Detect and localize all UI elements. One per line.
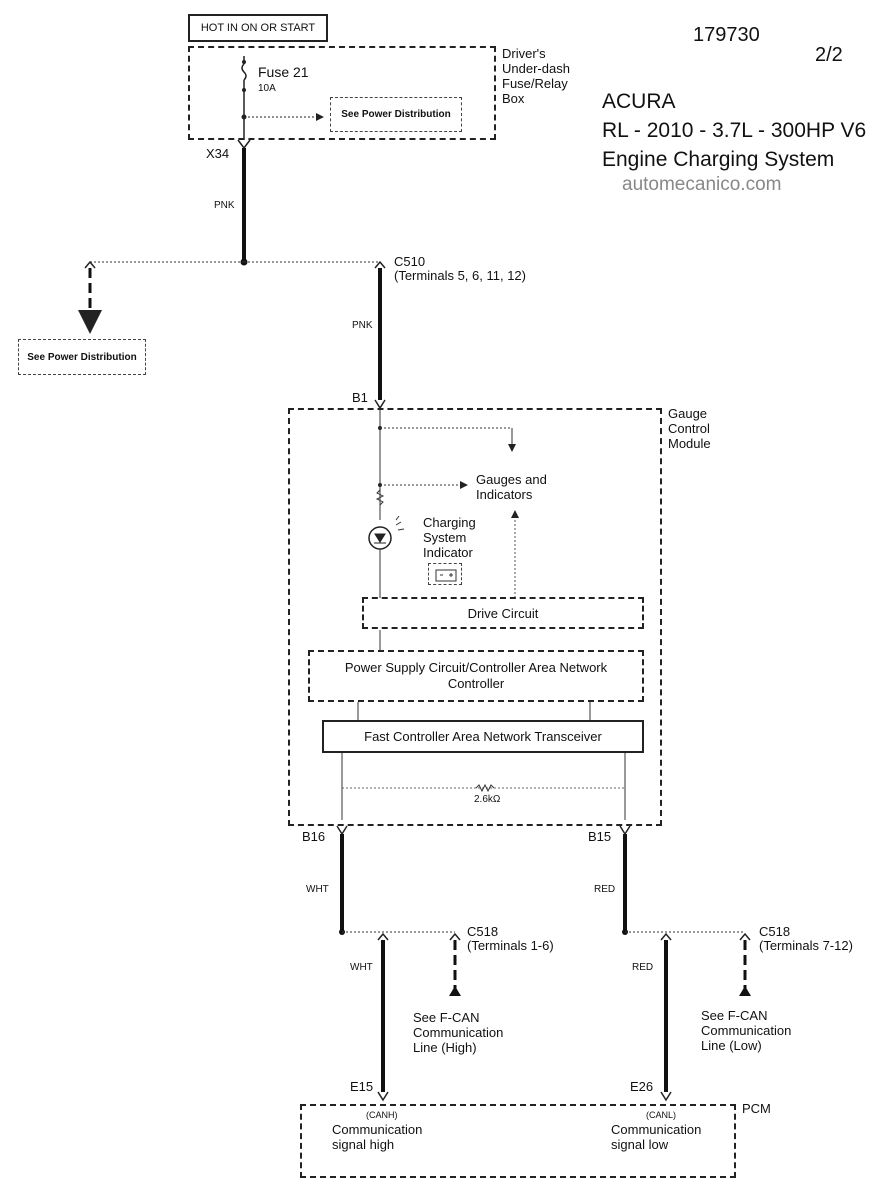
fuse-label: Fuse 21 (258, 64, 309, 80)
c518-right-label: C518 (759, 924, 791, 939)
transceiver-box: Fast Controller Area Network Transceiver (322, 720, 644, 753)
pnk-label-1: PNK (214, 200, 235, 211)
page-number: 2/2 (815, 44, 843, 66)
see-fcan-high-line-2: Communication (413, 1025, 504, 1040)
gauge-module-name-line-3: Module (668, 436, 711, 451)
comm-low-line-2: signal low (611, 1137, 669, 1152)
e26-connector (660, 1091, 672, 1102)
watermark: automecanico.com (622, 174, 782, 195)
power-supply-line-1: Power Supply Circuit/Controller Area Net… (344, 660, 608, 675)
comm-high-line-2: signal high (332, 1137, 395, 1152)
comm-signal-low: Communication signal low (611, 1122, 701, 1152)
comm-low-line-1: Communication (611, 1122, 702, 1137)
x34-label: X34 (206, 146, 230, 161)
charging-system-indicator-label: Charging System Indicator (423, 515, 476, 560)
vehicle-model: RL - 2010 - 3.7L - 300HP V6 (602, 119, 867, 142)
wht-label-2: WHT (350, 962, 373, 973)
vehicle-make: ACURA (602, 90, 676, 113)
pcm-box (300, 1104, 736, 1178)
indicator-line-1: Charging (423, 515, 476, 530)
b1-connector (374, 399, 386, 410)
gauges-and-indicators: Gauges and Indicators (476, 472, 547, 502)
wht-branch-connector (377, 932, 389, 941)
drive-circuit-text: Drive Circuit (467, 605, 539, 621)
fuse-node-bottom (242, 88, 246, 92)
see-power-distribution-left[interactable]: See Power Distribution (18, 339, 146, 375)
fuse-box-name-line-3: Fuse/Relay (502, 76, 568, 91)
see-fcan-high-line-3: Line (High) (413, 1040, 477, 1055)
see-fcan-low-line-3: Line (Low) (701, 1038, 762, 1053)
c518-right-arrow (739, 986, 751, 996)
drive-circuit-box: Drive Circuit (362, 597, 644, 629)
see-power-distribution-top[interactable]: See Power Distribution (330, 97, 462, 132)
b16-label: B16 (302, 829, 326, 844)
indicator-line-3: Indicator (423, 545, 473, 560)
battery-glyph (435, 569, 457, 582)
c518-left-terminals: (Terminals 1-6) (467, 938, 554, 953)
light-rays-icon (395, 515, 405, 531)
c518-right-connector (739, 932, 751, 941)
c518-right-terminals: (Terminals 7-12) (759, 938, 853, 953)
power-supply-box: Power Supply Circuit/Controller Area Net… (308, 650, 644, 702)
hot-label-text: HOT IN ON OR START (200, 22, 316, 34)
see-fcan-high-line-1: See F-CAN (413, 1010, 480, 1025)
c510-label: C510 (394, 254, 426, 269)
gauges-line-2: Indicators (476, 487, 533, 502)
c518-left-arrow (449, 986, 461, 996)
c518-left-label: C518 (467, 924, 499, 939)
hot-in-on-or-start-label: HOT IN ON OR START (188, 14, 328, 42)
gauge-module-name: Gauge Control Module (668, 406, 711, 451)
indicator-line-2: System (423, 530, 467, 545)
see-power-left-text: See Power Distribution (27, 351, 137, 363)
fuse-box-name-line-1: Driver's (502, 46, 546, 61)
left-branch-connector (84, 260, 96, 269)
see-fcan-low[interactable]: See F-CAN Communication Line (Low) (701, 1008, 791, 1053)
termination-resistor-label: 2.6kΩ (474, 794, 501, 805)
e15-label: E15 (350, 1079, 374, 1094)
gauges-line-1: Gauges and (476, 472, 547, 487)
charging-indicator-diode (374, 533, 386, 544)
fuse-box-name-line-2: Under-dash (502, 61, 570, 76)
fuse-box-name: Driver's Under-dash Fuse/Relay Box (502, 46, 570, 106)
gauge-module-name-line-1: Gauge (668, 406, 708, 421)
fuse-box-name-line-4: Box (502, 91, 525, 106)
c510-terminals: (Terminals 5, 6, 11, 12) (394, 268, 526, 283)
canh-label: (CANH) (366, 1110, 398, 1120)
fuse-rating: 10A (258, 83, 276, 94)
transceiver-text: Fast Controller Area Network Transceiver (364, 729, 602, 744)
gauge-control-module (288, 408, 662, 826)
termination-resistor (475, 783, 495, 793)
x34-connector-mark (237, 139, 251, 150)
b15-connector (619, 825, 631, 836)
indicator-resistor (375, 489, 385, 506)
system-title: Engine Charging System (602, 148, 835, 171)
b1-label: B1 (352, 390, 368, 405)
comm-high-line-1: Communication (332, 1122, 423, 1137)
red-label-2: RED (632, 962, 654, 973)
wht-label-1: WHT (306, 884, 329, 895)
b15-label: B15 (588, 829, 612, 844)
e26-label: E26 (630, 1079, 654, 1094)
gauge-module-name-line-2: Control (668, 421, 710, 436)
fuse-relay-box (188, 46, 496, 140)
comm-signal-high: Communication signal high (332, 1122, 422, 1152)
see-fcan-high[interactable]: See F-CAN Communication Line (High) (413, 1010, 503, 1055)
see-fcan-low-line-1: See F-CAN (701, 1008, 768, 1023)
fuse-node-top (242, 60, 246, 64)
see-fcan-low-line-2: Communication (701, 1023, 792, 1038)
power-supply-line-2: Controller (447, 676, 505, 691)
c510-connector (374, 260, 386, 269)
canl-label: (CANL) (646, 1110, 677, 1120)
c518-left-connector (449, 932, 461, 941)
red-label-1: RED (594, 884, 616, 895)
b16-connector (336, 825, 348, 836)
pnk-label-2: PNK (352, 320, 373, 331)
see-power-top-text: See Power Distribution (341, 109, 451, 120)
battery-icon (428, 563, 462, 585)
e15-connector (377, 1091, 389, 1102)
doc-number: 179730 (693, 24, 760, 46)
red-branch-connector (660, 932, 672, 941)
pcm-label: PCM (742, 1101, 771, 1116)
